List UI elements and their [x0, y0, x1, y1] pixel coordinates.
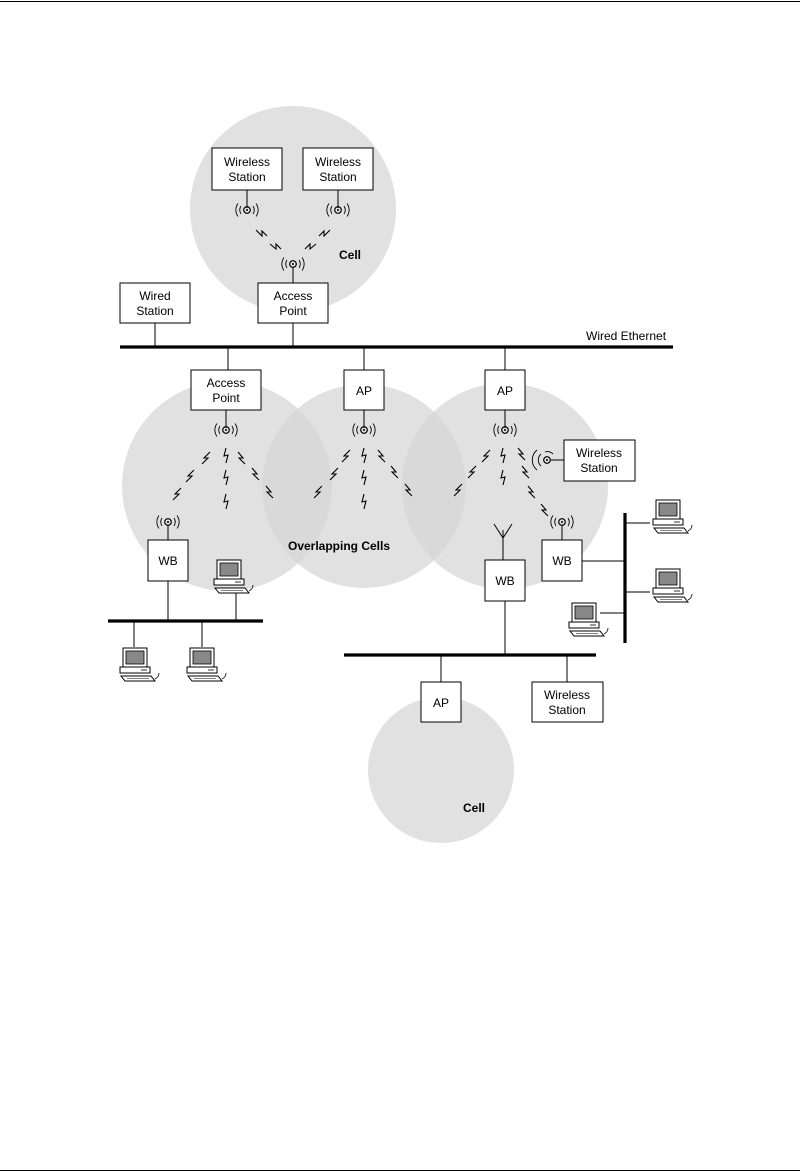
desktop-computer-icon	[653, 569, 692, 602]
center-wb-label: WB	[495, 574, 514, 588]
desktop-computer-icon	[569, 603, 608, 636]
right-wireless-station-label-line2: Station	[580, 461, 617, 475]
desktop-computer-icon	[120, 648, 159, 681]
wired-ethernet-label: Wired Ethernet	[586, 329, 667, 343]
bottom-cell-label: Cell	[463, 801, 485, 815]
desktop-computer-icon	[653, 500, 692, 533]
bottom-ap-label: AP	[433, 696, 449, 710]
wired-station-label-line1: Wired	[139, 289, 170, 303]
overlapping-cells-label: Overlapping Cells	[288, 539, 390, 553]
bottom-wireless-station-label-line1: Wireless	[544, 688, 590, 702]
left-access-point-label-line1: Access	[207, 376, 246, 390]
right-wb-label: WB	[552, 554, 571, 568]
top-wireless-station-1-label-line1: Wireless	[224, 155, 270, 169]
middle-ap-label: AP	[356, 384, 372, 398]
bottom-wireless-station-label-line2: Station	[548, 703, 585, 717]
top-wireless-station-1-label-line2: Station	[228, 170, 265, 184]
left-access-point-label-line2: Point	[212, 391, 240, 405]
top-wireless-station-2-label-line2: Station	[319, 170, 356, 184]
desktop-computer-icon	[187, 648, 226, 681]
top-access-point-label-line2: Point	[279, 304, 307, 318]
top-wireless-station-2-label-line1: Wireless	[315, 155, 361, 169]
top-cell-label: Cell	[339, 248, 361, 262]
right-ap-label: AP	[497, 384, 513, 398]
top-access-point-label-line1: Access	[274, 289, 313, 303]
right-wireless-station-label-line1: Wireless	[576, 446, 622, 460]
wired-station-label-line2: Station	[136, 304, 173, 318]
left-wb-label: WB	[158, 554, 177, 568]
